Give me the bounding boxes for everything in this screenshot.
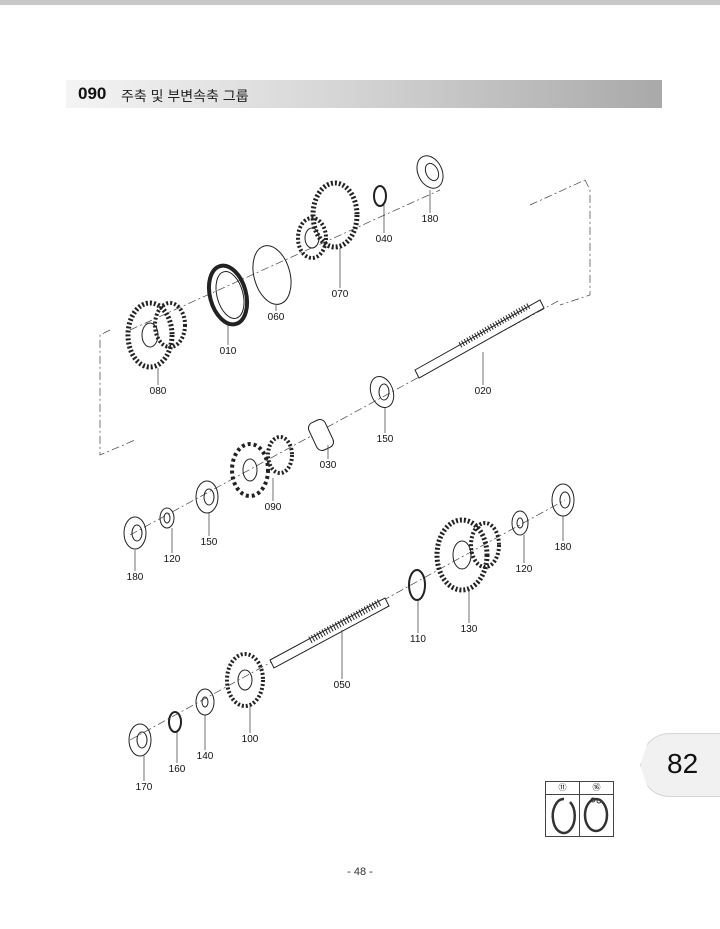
part-label: 090 bbox=[264, 502, 282, 513]
sleeve-030 bbox=[307, 419, 335, 451]
washer-120-left bbox=[159, 507, 175, 529]
bearing-150-upper bbox=[369, 376, 395, 408]
part-label: 020 bbox=[474, 386, 492, 397]
section-code: 090 bbox=[78, 84, 107, 103]
part-label: 180 bbox=[421, 214, 439, 225]
part-label: 160 bbox=[168, 764, 186, 775]
part-label: 140 bbox=[196, 751, 214, 762]
external-snap-ring-icon bbox=[551, 797, 577, 835]
gear-130 bbox=[434, 517, 501, 593]
part-label: 040 bbox=[375, 234, 393, 245]
top-border bbox=[0, 0, 720, 5]
part-label: 080 bbox=[149, 386, 167, 397]
part-label: 010 bbox=[219, 346, 237, 357]
washer-120-right bbox=[511, 510, 529, 536]
page-tab-number: 82 bbox=[667, 748, 699, 779]
part-label: 120 bbox=[515, 564, 533, 575]
bearing-180-top bbox=[416, 155, 444, 189]
part-label: 100 bbox=[241, 734, 259, 745]
part-label: 070 bbox=[331, 289, 349, 300]
ring-060 bbox=[252, 245, 292, 305]
part-label: 050 bbox=[333, 680, 351, 691]
part-label: 110 bbox=[410, 634, 426, 645]
part-label: 150 bbox=[376, 434, 394, 445]
snap-ring-040 bbox=[373, 185, 387, 207]
gear-070 bbox=[296, 180, 360, 260]
internal-snap-ring-icon bbox=[583, 797, 609, 833]
gear-100 bbox=[225, 652, 265, 708]
washer-140 bbox=[195, 688, 215, 716]
section-title: 주축 및 부변속축 그룹 bbox=[121, 88, 249, 104]
bearing-170 bbox=[128, 723, 152, 757]
gear-090 bbox=[230, 435, 294, 498]
part-label: 130 bbox=[460, 624, 478, 635]
inset-label-right: ⑯ bbox=[580, 782, 613, 795]
inset-divider bbox=[579, 782, 580, 836]
leader-lines bbox=[134, 190, 564, 781]
collar-010 bbox=[206, 263, 250, 327]
page-tab: 82 bbox=[640, 733, 720, 797]
snap-ring-inset: ⑪ ⑯ bbox=[545, 781, 614, 837]
shaft-020 bbox=[414, 299, 545, 379]
part-label: 150 bbox=[200, 537, 218, 548]
part-label: 120 bbox=[163, 554, 181, 565]
bearing-180-left bbox=[123, 516, 147, 550]
section-header: 090 주축 및 부변속축 그룹 bbox=[66, 80, 662, 108]
snap-ring-icons bbox=[551, 797, 609, 835]
snap-ring-160 bbox=[168, 711, 182, 733]
part-label: 060 bbox=[267, 312, 285, 323]
bearing-150-lower bbox=[195, 480, 219, 514]
page-number: - 48 - bbox=[347, 866, 373, 878]
gear-080 bbox=[125, 300, 187, 370]
part-label: 180 bbox=[126, 572, 144, 583]
part-label: 180 bbox=[554, 542, 572, 553]
center-lines bbox=[99, 179, 591, 741]
snap-ring-110 bbox=[408, 569, 426, 601]
bearing-180-right bbox=[551, 483, 575, 517]
shaft-050 bbox=[269, 597, 390, 669]
part-label: 030 bbox=[319, 460, 337, 471]
part-label: 170 bbox=[135, 782, 153, 793]
